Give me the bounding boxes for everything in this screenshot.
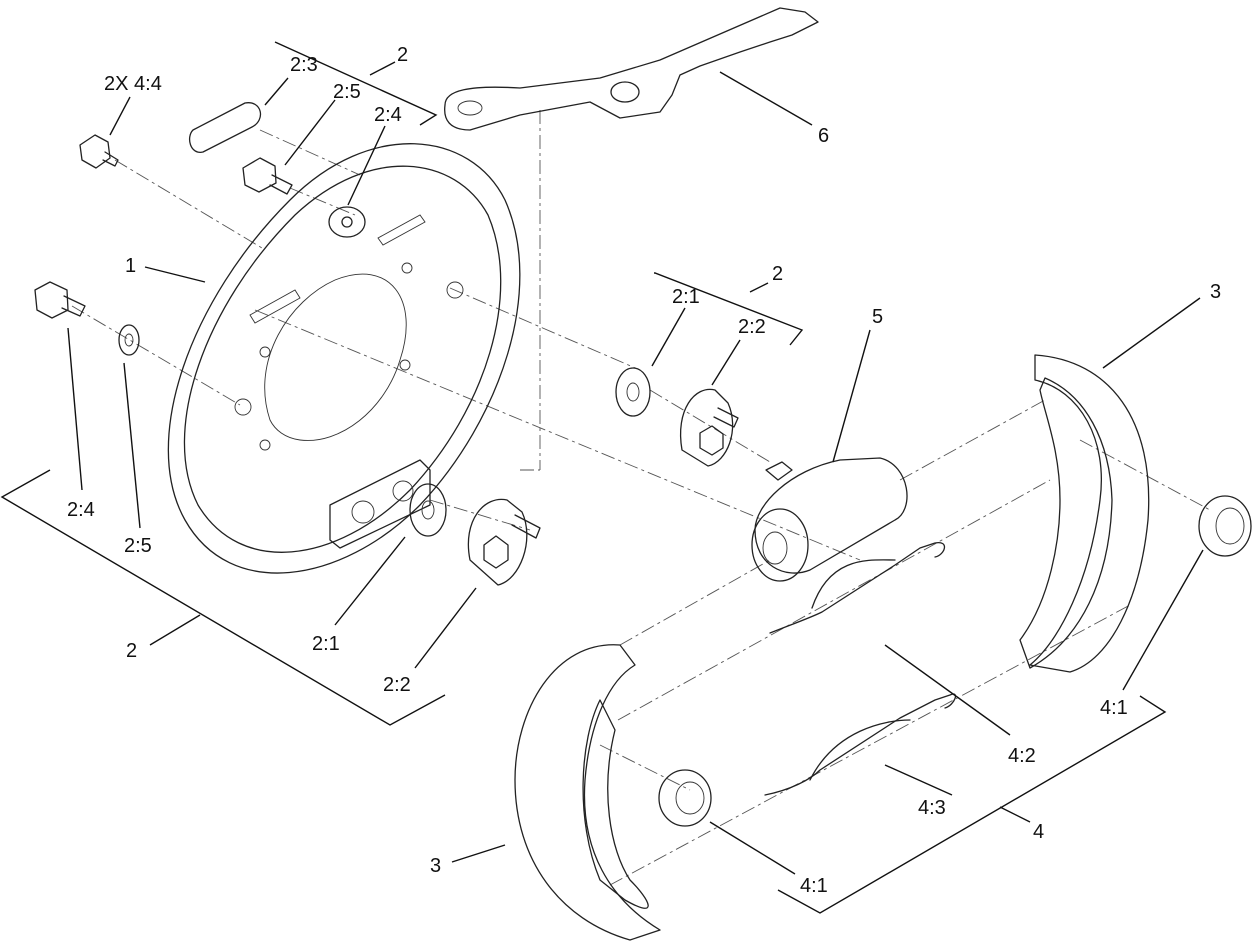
label-2-4-top: 2:4: [374, 104, 402, 126]
brake-shoes: [514, 354, 1150, 941]
left-hardware: [34, 281, 140, 356]
leader-lines: [67, 61, 1204, 875]
label-4-3: 4:3: [918, 797, 946, 819]
label-4-2: 4:2: [1008, 745, 1036, 767]
label-4-1-bottom: 4:1: [800, 875, 828, 897]
label-5: 5: [872, 306, 883, 328]
lower-adjuster: [409, 483, 541, 586]
top-hardware: [79, 102, 293, 195]
label-2-1-bottom: 2:1: [312, 633, 340, 655]
label-2-5-top: 2:5: [333, 81, 361, 103]
label-2-1-mid: 2:1: [672, 286, 700, 308]
label-kit-2-top: 2: [397, 44, 408, 66]
middle-adjuster: [615, 367, 739, 467]
label-4-1-right: 4:1: [1100, 697, 1128, 719]
label-2-3: 2:3: [290, 54, 318, 76]
label-2-2-mid: 2:2: [738, 316, 766, 338]
label-kit-2-mid: 2: [772, 263, 783, 285]
label-kit-2-bottom: 2: [126, 640, 137, 662]
kit-brackets: [0, 41, 1167, 914]
label-3-left: 3: [430, 855, 441, 877]
backing-plate: [167, 143, 521, 574]
return-springs: [764, 542, 957, 796]
label-2-2-bottom: 2:2: [383, 674, 411, 696]
wheel-cylinder: [751, 457, 908, 582]
hold-down-springs: [658, 495, 1252, 827]
label-2-4-left: 2:4: [67, 499, 95, 521]
parking-lever: [444, 7, 819, 131]
label-1: 1: [125, 255, 136, 277]
label-6: 6: [818, 125, 829, 147]
assembly-centerlines: [71, 110, 1211, 886]
label-2x-4-4: 2X 4:4: [104, 73, 162, 95]
label-4: 4: [1033, 821, 1044, 843]
callout-labels: 2X 4:4 2 2:3 2:5 2:4 1 6 2 2:1 2:2 5 3 2…: [67, 44, 1221, 897]
label-3-right: 3: [1210, 281, 1221, 303]
label-2-5-left: 2:5: [124, 535, 152, 557]
